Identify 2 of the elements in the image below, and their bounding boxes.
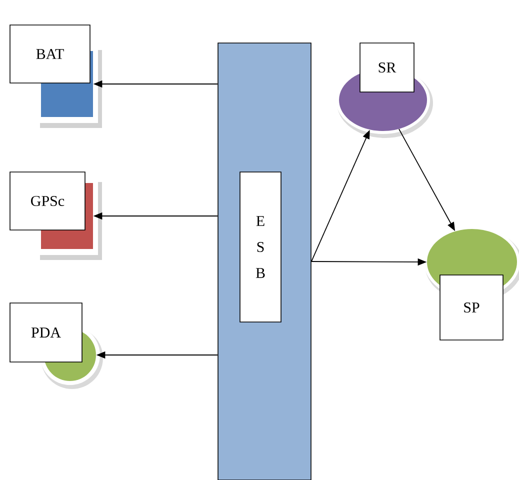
- bus-bar: E S B: [218, 42, 312, 480]
- node-label: SP: [464, 302, 480, 313]
